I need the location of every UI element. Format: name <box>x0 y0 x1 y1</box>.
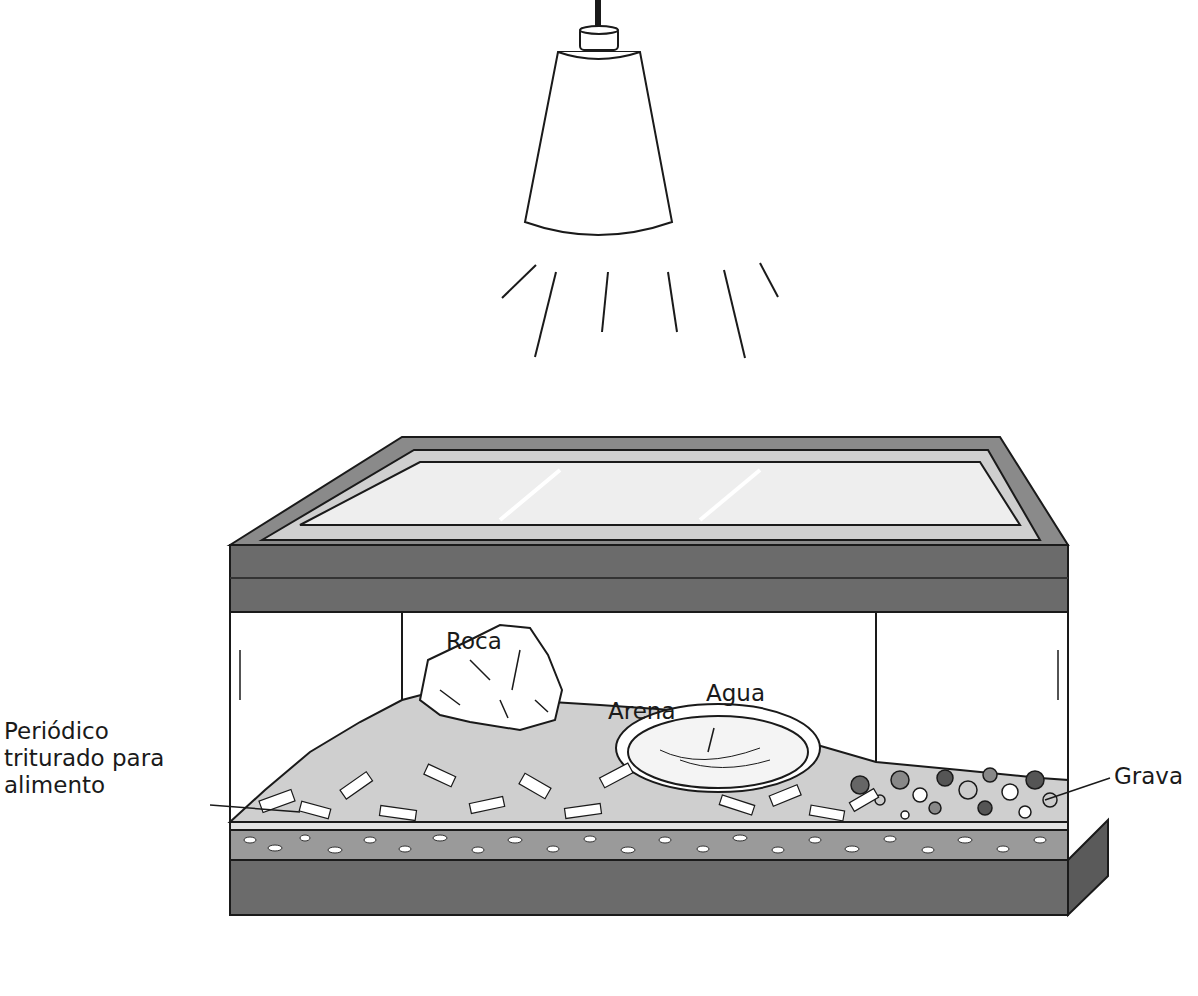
part-label: Arena <box>608 698 676 725</box>
part-label: Grava <box>1114 763 1183 790</box>
part-label: Roca <box>446 628 502 655</box>
heat-lamp <box>502 0 778 358</box>
part-label: Periódico triturado para alimento <box>4 718 179 799</box>
part-label: Agua <box>706 680 765 707</box>
tank <box>210 437 1110 915</box>
